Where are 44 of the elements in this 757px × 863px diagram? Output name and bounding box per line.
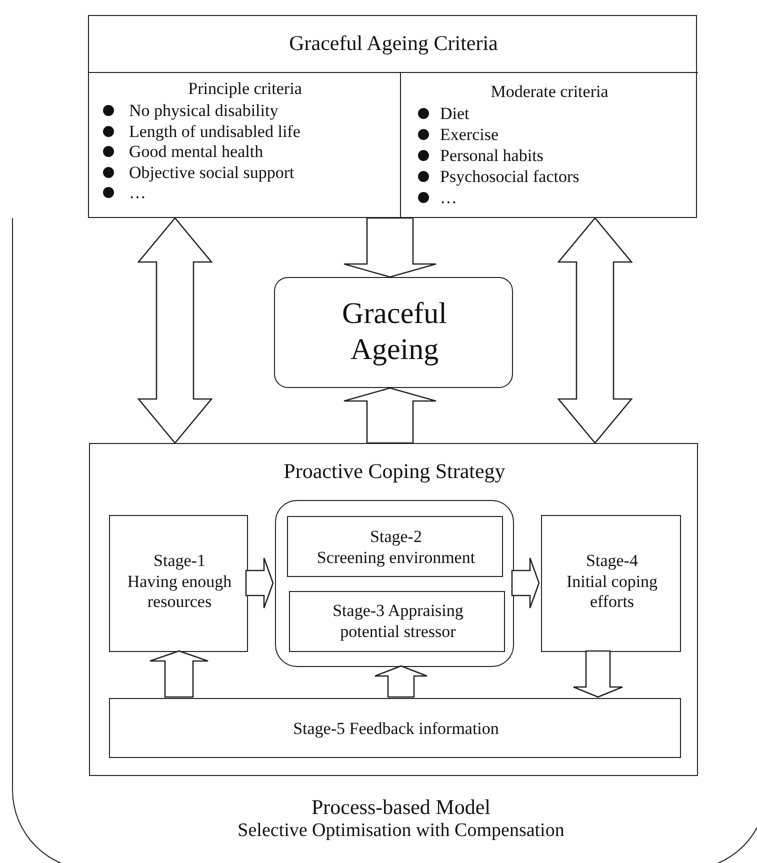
box-label: Stage-5 Feedback information (293, 718, 499, 740)
stage-box (541, 515, 681, 652)
stage-box (289, 591, 505, 652)
box-label: Stage-4 (586, 551, 638, 572)
block-arrow (557, 216, 633, 444)
section-heading: Principle criteria (187, 80, 303, 97)
block-arrow (511, 557, 540, 609)
box-text: Having enough resources (126, 572, 233, 613)
list-item: … (129, 184, 146, 201)
stage-box (109, 515, 248, 652)
block-arrow (343, 387, 437, 444)
block-arrow (343, 217, 437, 278)
section-heading: Moderate criteria (490, 83, 610, 100)
block-arrow (245, 557, 274, 609)
box-text: Screening environment (316, 548, 476, 568)
criteria-box (88, 15, 697, 218)
subtitle: Selective Optimisation with Compensation (238, 820, 564, 843)
block-arrow (137, 216, 213, 444)
list-item: Length of undisabled life (129, 122, 300, 140)
stage-box (109, 698, 681, 758)
list-item: Objective social support (129, 164, 294, 180)
list-item: Exercise (440, 126, 499, 143)
list-item: Psychosocial factors (440, 168, 580, 185)
box-label: Proactive Coping Strategy (284, 459, 506, 485)
box-label: Graceful Ageing Criteria (289, 31, 498, 57)
box-label: Process-based Model (311, 795, 491, 820)
strategy-box (89, 443, 698, 776)
outcome-box (274, 277, 513, 388)
rounded-box (275, 500, 514, 667)
block-arrow (374, 665, 428, 698)
list-item: Personal habits (440, 147, 544, 164)
list-item: … (440, 189, 457, 206)
block-arrow (572, 650, 624, 698)
box-label: Stage-3 Appraising potential stressor (332, 601, 464, 642)
criteria-panel (89, 72, 401, 219)
stage-box (287, 516, 503, 577)
box-label: Graceful Ageing (341, 296, 448, 368)
list-item: Diet (440, 105, 470, 122)
box-text: Initial coping efforts (565, 572, 659, 613)
box-label: Stage-2 (370, 527, 422, 548)
box-label: Stage-1 (154, 551, 206, 572)
list-item: No physical disability (129, 102, 278, 119)
block-arrow (149, 650, 209, 698)
list-item: Good mental health (129, 143, 264, 160)
